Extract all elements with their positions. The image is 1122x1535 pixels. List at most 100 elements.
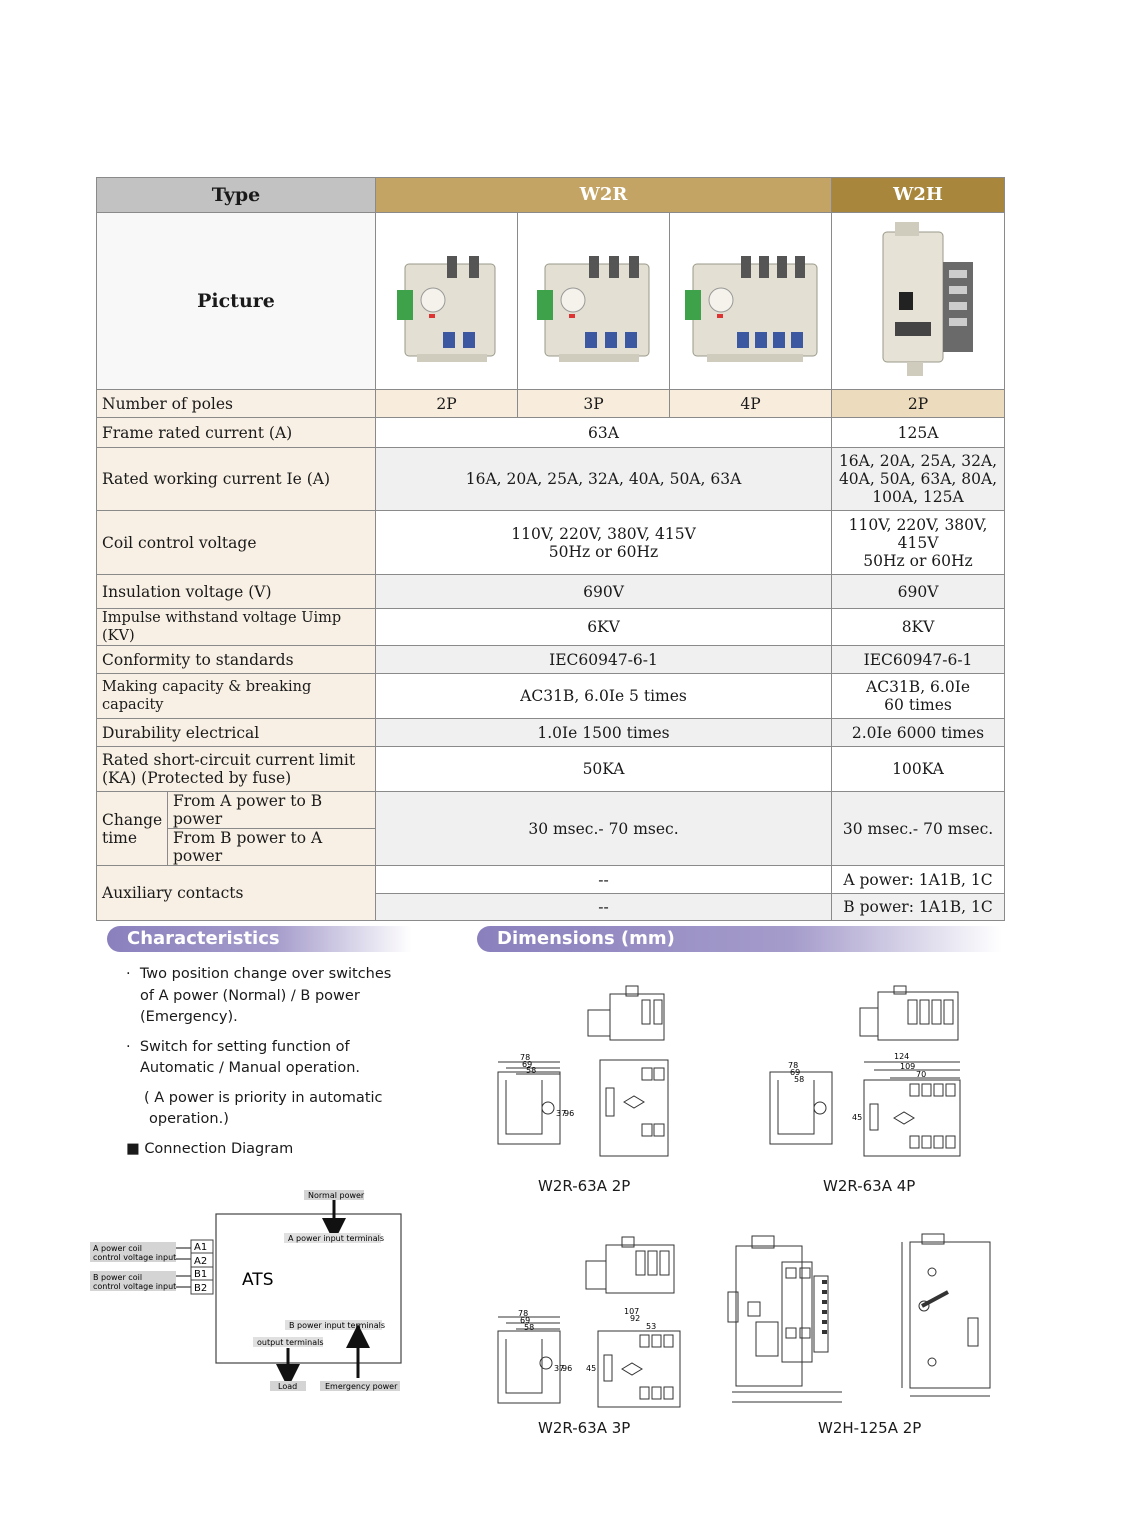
characteristics-list: · Two position change over switches of A… — [126, 964, 426, 1168]
aux-w2h-a: A power: 1A1B, 1C — [831, 865, 1006, 894]
impulse-w2h: 8KV — [831, 608, 1006, 646]
emergency-tag — [320, 1381, 400, 1391]
dim-2p-96: 96 — [564, 1109, 574, 1118]
terminal-a2: A2 — [194, 1256, 207, 1267]
dim-drawing-w2r-3p: 78 69 58 107 92 53 45 37 96 — [497, 1236, 681, 1408]
dim-3p-92: 92 — [630, 1314, 640, 1323]
shortcircuit-label-line1: Rated short-circuit current limit — [102, 751, 356, 769]
aux-label: Auxiliary contacts — [96, 865, 376, 921]
shortcircuit-w2h: 100KA — [831, 746, 1006, 792]
dim-drawing-w2r-2p: 78 69 58 37 96 — [497, 985, 669, 1157]
terminal-b1: B1 — [194, 1269, 207, 1280]
dim-4p-78: 78 — [788, 1061, 798, 1070]
coil-w2r-line2: 50Hz or 60Hz — [548, 542, 659, 561]
dim-3p-53: 53 — [646, 1322, 656, 1331]
impulse-w2r: 6KV — [374, 608, 833, 646]
coil-w2h-line2: 415V — [897, 533, 939, 552]
making-label: Making capacity & breaking capacity — [96, 673, 376, 719]
aux-w2r-a: -- — [374, 865, 833, 894]
bullet-1: · Two position change over switches of A… — [126, 964, 426, 1029]
dimensions-title: Dimensions (mm) — [477, 926, 1002, 952]
shortcircuit-label: Rated short-circuit current limit (KA) (… — [96, 746, 376, 792]
poles-w2r-4p: 4P — [668, 389, 833, 418]
frame-row: Frame rated current (A) 63A 125A — [96, 417, 1006, 448]
change-row-a: Change time From A power to B power 30 m… — [96, 791, 1006, 866]
change-label: Change time — [96, 791, 168, 866]
rated-w2r: 16A, 20A, 25A, 32A, 40A, 50A, 63A — [374, 447, 833, 511]
caption-w2r-3p: W2R-63A 3P — [538, 1419, 631, 1437]
durability-w2h: 2.0Ie 6000 times — [831, 718, 1006, 747]
dim-3p-37: 37 — [554, 1364, 564, 1373]
coil-w2r: 110V, 220V, 380V, 415V 50Hz or 60Hz — [374, 510, 833, 575]
b-terminals-label: B power input terminals — [289, 1321, 385, 1330]
coil-w2r-line1: 110V, 220V, 380V, 415V — [511, 524, 696, 543]
switch-w2h-image — [882, 222, 974, 376]
output-label: output terminals — [257, 1338, 324, 1347]
note-line2: operation.) — [149, 1111, 229, 1127]
priority-note: ( A power is priority in automatic opera… — [126, 1088, 426, 1131]
dim-2p-58: 58 — [526, 1066, 536, 1075]
type-header: Type — [96, 177, 376, 213]
b-terminals-tag — [285, 1320, 382, 1330]
bullet-1-line3: (Emergency). — [140, 1009, 238, 1025]
coil-row: Coil control voltage 110V, 220V, 380V, 4… — [96, 510, 1006, 575]
terminal-b2: B2 — [194, 1283, 207, 1294]
making-w2h-line2: 60 times — [884, 696, 952, 714]
bullet-2: · Switch for setting function of Automat… — [126, 1037, 426, 1080]
coil-w2h-line1: 110V, 220V, 380V, — [848, 515, 988, 534]
a-terminals-tag — [284, 1233, 381, 1243]
caption-w2r-4p: W2R-63A 4P — [823, 1177, 916, 1195]
bullet-1-line2: of A power (Normal) / B power — [140, 987, 360, 1004]
caption-w2r-2p: W2R-63A 2P — [538, 1177, 631, 1195]
connection-label: Connection Diagram — [144, 1140, 294, 1157]
frame-label: Frame rated current (A) — [96, 417, 376, 448]
w2r-4p-picture — [668, 212, 833, 390]
impulse-row: Impulse withstand voltage Uimp (KV) 6KV … — [96, 608, 1006, 646]
change-label-line1: Change — [102, 810, 163, 829]
frame-w2h: 125A — [831, 417, 1006, 448]
bullet-1-line1: Two position change over switches — [139, 966, 392, 982]
a-coil-label-1: A power coil — [93, 1244, 142, 1253]
switch-4p-image — [684, 256, 817, 362]
rated-label: Rated working current Ie (A) — [96, 447, 376, 511]
w2r-header: W2R — [374, 177, 833, 213]
normal-power-label: Normal power — [308, 1191, 365, 1200]
caption-w2h-125a: W2H-125A 2P — [818, 1419, 922, 1437]
header-row: Type W2R W2H — [96, 177, 1006, 213]
picture-label: Picture — [96, 212, 376, 390]
spec-table: Type W2R W2H Picture — [96, 177, 1006, 921]
w2h-header: W2H — [831, 177, 1006, 213]
switch-3p-image — [536, 256, 649, 362]
ats-label: ATS — [242, 1270, 274, 1290]
picture-row: Picture — [96, 212, 1006, 390]
coil-w2h-line3: 50Hz or 60Hz — [863, 551, 973, 570]
b-coil-label-1: B power coil — [93, 1273, 142, 1282]
w2r-2p-picture — [375, 212, 518, 390]
b-coil-label-2: control voltage input — [93, 1282, 176, 1291]
dim-2p-37: 37 — [556, 1109, 566, 1118]
poles-w2r-2p: 2P — [375, 389, 518, 418]
bullet-2-line2: Automatic / Manual operation. — [140, 1060, 360, 1076]
making-w2r: AC31B, 6.0Ie 5 times — [374, 673, 833, 719]
durability-w2r: 1.0Ie 1500 times — [374, 718, 833, 747]
poles-w2r-3p: 3P — [517, 389, 670, 418]
dim-4p-109: 109 — [900, 1062, 915, 1071]
shortcircuit-w2r: 50KA — [374, 746, 833, 792]
rated-row: Rated working current Ie (A) 16A, 20A, 2… — [96, 447, 1006, 511]
dim-3p-78: 78 — [518, 1309, 528, 1318]
making-row: Making capacity & breaking capacity AC31… — [96, 673, 1006, 719]
making-w2h: AC31B, 6.0Ie 60 times — [831, 673, 1006, 719]
insulation-w2r: 690V — [374, 574, 833, 609]
aux-row-a: Auxiliary contacts -- A power: 1A1B, 1C — [96, 865, 1006, 921]
emergency-label: Emergency power — [325, 1382, 398, 1391]
making-w2h-line1: AC31B, 6.0Ie — [866, 678, 970, 696]
normal-power-tag — [304, 1190, 364, 1200]
rated-w2h-line3: 100A, 125A — [872, 488, 964, 506]
change-row-b: From B power to A power — [97, 828, 1005, 866]
shortcircuit-label-line2: (KA) (Protected by fuse) — [102, 769, 292, 787]
dim-2p-78: 78 — [520, 1053, 530, 1062]
change-sub-a: From A power to B power — [167, 791, 376, 829]
dim-2p-69: 69 — [522, 1060, 532, 1069]
poles-label: Number of poles — [96, 389, 376, 418]
poles-row: Number of poles 2P 3P 4P 2P — [96, 389, 1006, 418]
